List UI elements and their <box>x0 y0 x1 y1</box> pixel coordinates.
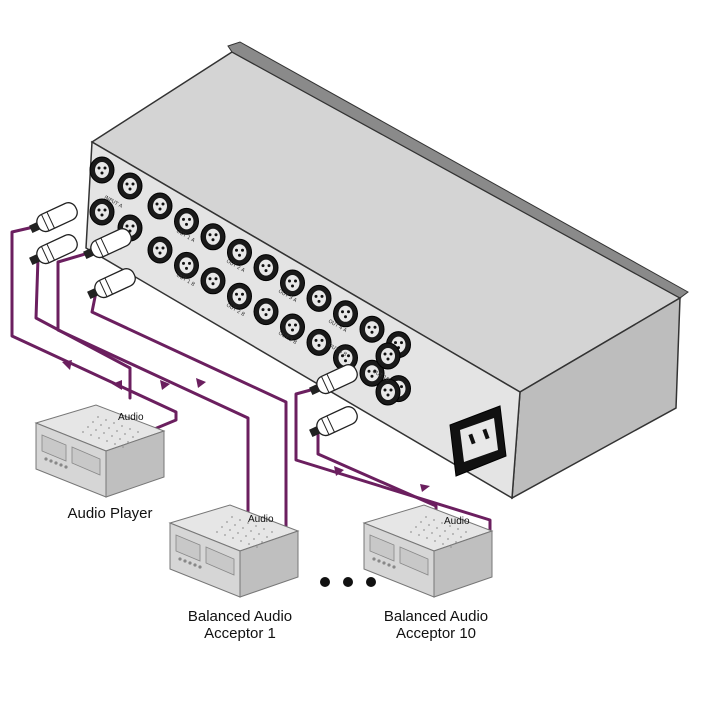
rear-connector-grid <box>89 156 411 406</box>
output-socket-top <box>280 269 305 297</box>
output-socket-top <box>253 254 279 282</box>
arrow-acceptor1-a <box>160 380 170 390</box>
ellipsis-dot <box>320 577 330 587</box>
signal-arrows <box>62 360 430 492</box>
arrow-acceptor10-a <box>334 466 344 476</box>
acceptor-10-device <box>362 504 494 598</box>
power-inlet <box>449 405 507 477</box>
output-socket-bottom <box>333 344 358 372</box>
audio-player-label: Audio Player <box>67 505 153 522</box>
output-socket-bottom <box>200 267 226 295</box>
input-a-socket <box>89 156 115 184</box>
output-10a-socket <box>375 342 401 370</box>
output-socket-top <box>359 315 385 343</box>
input-b-socket <box>89 198 115 226</box>
output-socket-top <box>174 207 199 235</box>
xlr-plug-input-2 <box>29 234 78 266</box>
output-socket-top <box>333 300 358 328</box>
audio-player-device <box>34 404 166 498</box>
acceptor1-cable-label: Audio <box>248 514 274 525</box>
xlr-plug-output-10a <box>309 364 358 396</box>
xlr-plug-output-1a <box>83 228 132 260</box>
acceptor-1-label: Balanced Audio Acceptor 1 <box>170 608 310 642</box>
arrow-acceptor1-b <box>196 378 206 388</box>
output-socket-bottom <box>227 282 252 310</box>
output-socket-bottom <box>147 236 173 264</box>
output-10b-socket <box>375 378 401 406</box>
xlr-plug-input-1 <box>29 202 78 234</box>
input-a2-socket <box>117 172 143 200</box>
chassis-rim <box>227 41 689 299</box>
ellipsis-dot <box>343 577 353 587</box>
output-socket-bottom <box>174 251 199 279</box>
arrow-player <box>62 360 72 370</box>
xlr-plug-output-10b <box>309 406 358 438</box>
acceptor10-cable-label: Audio <box>444 516 470 527</box>
ellipsis-dots <box>320 577 376 587</box>
output-socket-bottom <box>359 359 385 387</box>
player-cable-label: Audio <box>118 412 144 423</box>
acceptor-1-device <box>168 504 300 598</box>
arrow-player-2 <box>112 380 122 390</box>
output-socket-bottom <box>253 298 279 326</box>
arrow-acceptor10-b <box>420 484 430 492</box>
cable-player-in-1 <box>10 224 178 432</box>
output-socket-top <box>147 192 173 220</box>
acceptor-10-label-line2: Acceptor 10 <box>395 625 477 642</box>
acceptor-1-label-line1: Balanced Audio <box>187 608 293 625</box>
acceptor-10-label-line1: Balanced Audio <box>383 608 489 625</box>
acceptor-10-label: Balanced Audio Acceptor 10 <box>366 608 506 642</box>
ellipsis-dot <box>366 577 376 587</box>
xlr-plugs <box>29 202 358 438</box>
output-socket-top <box>227 238 252 266</box>
xlr-plug-output-1b <box>87 268 136 300</box>
output-socket-top <box>306 284 332 312</box>
audio-devices <box>34 404 494 598</box>
acceptor-1-label-line2: Acceptor 1 <box>204 625 276 642</box>
output-socket-bottom <box>280 313 305 341</box>
output-socket-bottom <box>306 328 332 356</box>
output-socket-top <box>200 223 226 251</box>
